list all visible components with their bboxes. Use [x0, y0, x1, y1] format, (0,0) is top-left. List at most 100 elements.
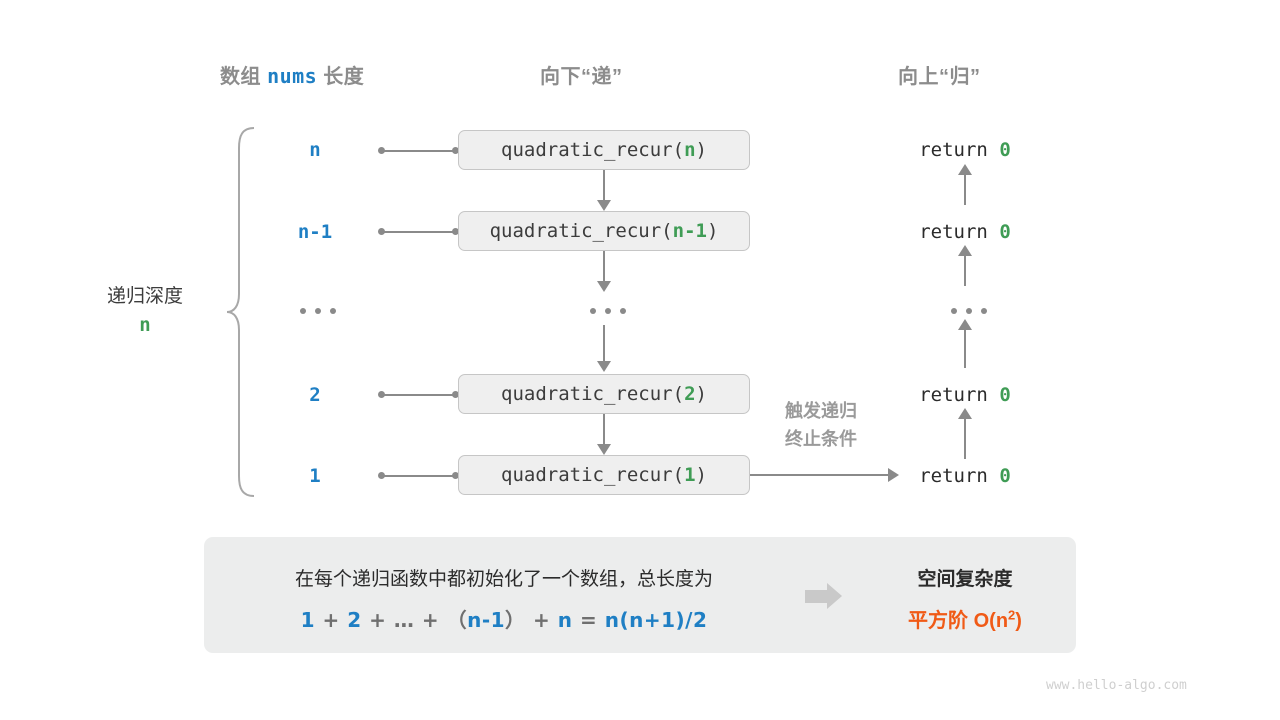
ellipsis-dot: [330, 308, 336, 314]
connector-dot-right-4: [452, 472, 459, 479]
return-label-row-1: return 0: [895, 221, 1035, 243]
complexity-value: 平方阶 O(n2): [860, 604, 1070, 633]
ellipsis-dot: [966, 308, 972, 314]
complexity-title: 空间复杂度: [917, 569, 1013, 590]
ascend-line-3: [963, 417, 967, 459]
descend-arrow-3: [597, 444, 611, 455]
return-text-0: return: [919, 139, 988, 161]
depth-brace-icon: [226, 127, 255, 497]
recursion-depth-label: 递归深度 n: [90, 282, 200, 341]
formula-op-4: +: [533, 608, 551, 632]
return-label-row-4: return 0: [895, 465, 1035, 487]
complexity-exponent: 2: [1008, 607, 1016, 623]
formula-equals: =: [579, 608, 598, 632]
trigger-condition-note: 触发递归 终止条件: [764, 398, 878, 454]
return-label-row-3: return 0: [895, 384, 1035, 406]
result-arrow-icon: [805, 583, 842, 609]
connector-dot-right-1: [452, 228, 459, 235]
call-suffix-3: ): [695, 383, 707, 405]
ellipsis-dot: [605, 308, 611, 314]
ascend-arrow-3: [958, 408, 972, 419]
return-text-4: return: [919, 465, 988, 487]
call-arg-0: n: [684, 139, 696, 161]
call-arg-3: 2: [684, 383, 696, 405]
formula-paren-close: ）: [505, 608, 526, 632]
call-box-row-1[interactable]: quadratic_recur(n-1): [458, 211, 750, 251]
connector-dot-left-3: [378, 391, 385, 398]
ellipsis-return-row: [951, 308, 987, 314]
connector-dot-left-4: [378, 472, 385, 479]
result-arrow-shaft: [805, 589, 827, 603]
return-text-3: return: [919, 384, 988, 406]
formula-result: n(n+1)/2: [604, 608, 708, 632]
descend-arrow-2: [597, 361, 611, 372]
descend-arrow-0: [597, 200, 611, 211]
connector-line-3: [384, 393, 454, 396]
formula-op-1: +: [322, 608, 340, 632]
ellipsis-dot: [315, 308, 321, 314]
return-value-1: 0: [999, 221, 1011, 243]
summary-panel: [204, 537, 1076, 653]
call-prefix-3: quadratic_recur(: [501, 383, 685, 405]
recursion-depth-value: n: [139, 314, 151, 337]
size-label-row-4: 1: [309, 465, 321, 487]
header-descend: 向下“递”: [540, 66, 623, 88]
complexity-big-o: O(n: [973, 610, 1009, 632]
header-array-length: 数组 nums 长度: [220, 60, 364, 89]
ellipsis-dot: [300, 308, 306, 314]
base-case-line: [750, 473, 890, 476]
base-case-arrow: [888, 467, 899, 482]
call-box-row-0[interactable]: quadratic_recur(n): [458, 130, 750, 170]
watermark: www.hello-algo.com: [1046, 678, 1187, 693]
ellipsis-dot: [951, 308, 957, 314]
connector-dot-right-0: [452, 147, 459, 154]
descend-line-0: [602, 170, 606, 202]
call-prefix-4: quadratic_recur(: [501, 464, 685, 486]
call-suffix-4: ): [695, 464, 707, 486]
ascend-line-0: [963, 173, 967, 205]
formula-term-4: n-1: [467, 608, 506, 632]
ellipsis-call-row: [590, 308, 626, 314]
summary-description: 在每个递归函数中都初始化了一个数组，总长度为: [294, 569, 713, 590]
descend-arrow-1: [597, 281, 611, 292]
connector-line-4: [384, 474, 454, 477]
ellipsis-dot: [981, 308, 987, 314]
formula-term-2: 2: [347, 608, 362, 632]
formula-op-3: +: [421, 608, 440, 632]
call-suffix-1: ): [706, 220, 719, 242]
return-value-3: 0: [999, 384, 1011, 406]
connector-dot-left-1: [378, 228, 385, 235]
descend-line-1: [602, 251, 606, 283]
header-ascend: 向上“归”: [898, 66, 981, 88]
trigger-note-line1: 触发递归: [785, 401, 857, 421]
ascend-arrow-0: [958, 164, 972, 175]
ascend-line-1: [963, 254, 967, 286]
call-box-row-3[interactable]: quadratic_recur(2): [458, 374, 750, 414]
header-left-code: nums: [267, 64, 318, 88]
ascend-arrow-1: [958, 245, 972, 256]
size-label-row-3: 2: [309, 384, 321, 406]
ascend-line-2: [963, 328, 967, 368]
header-left-prefix: 数组: [220, 66, 261, 88]
ellipsis-dot: [590, 308, 596, 314]
complexity-close-paren: ): [1015, 610, 1022, 632]
summary-formula: 1 + 2 + … + （n-1） + n = n(n+1)/2: [228, 604, 780, 633]
size-label-row-0: n: [309, 139, 321, 161]
formula-ellipsis: …: [393, 608, 415, 632]
return-text-1: return: [919, 221, 988, 243]
connector-dot-right-3: [452, 391, 459, 398]
call-box-row-4[interactable]: quadratic_recur(1): [458, 455, 750, 495]
formula-op-2: +: [369, 608, 387, 632]
ellipsis-dot: [620, 308, 626, 314]
trigger-note-line2: 终止条件: [785, 428, 857, 449]
call-arg-1: n-1: [672, 220, 707, 242]
complexity-prefix: 平方阶: [908, 610, 969, 632]
descend-line-2: [602, 325, 606, 363]
return-value-4: 0: [999, 465, 1011, 487]
call-arg-4: 1: [684, 464, 696, 486]
result-arrow-head: [827, 583, 842, 609]
connector-dot-left-0: [378, 147, 385, 154]
return-value-0: 0: [999, 139, 1011, 161]
ascend-arrow-2: [958, 319, 972, 330]
